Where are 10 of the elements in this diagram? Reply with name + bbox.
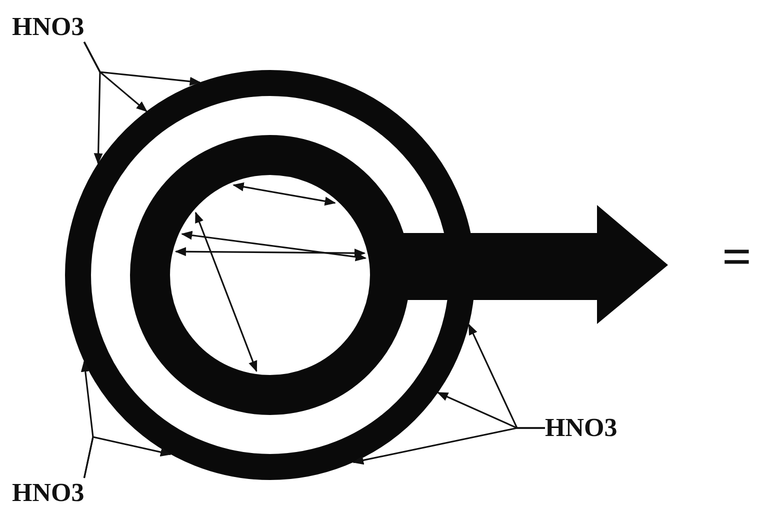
ring: [130, 135, 410, 415]
formula-label: HNO3: [545, 413, 618, 443]
formula-label: HNO3: [12, 12, 84, 42]
ring: [65, 70, 475, 480]
leader-line: [352, 427, 545, 465]
formula-label: HNO3: [12, 478, 84, 508]
leader-line: [83, 436, 172, 478]
leader-line: [84, 42, 103, 164]
leader-line: [80, 360, 94, 478]
equals-sign: =: [722, 228, 752, 288]
